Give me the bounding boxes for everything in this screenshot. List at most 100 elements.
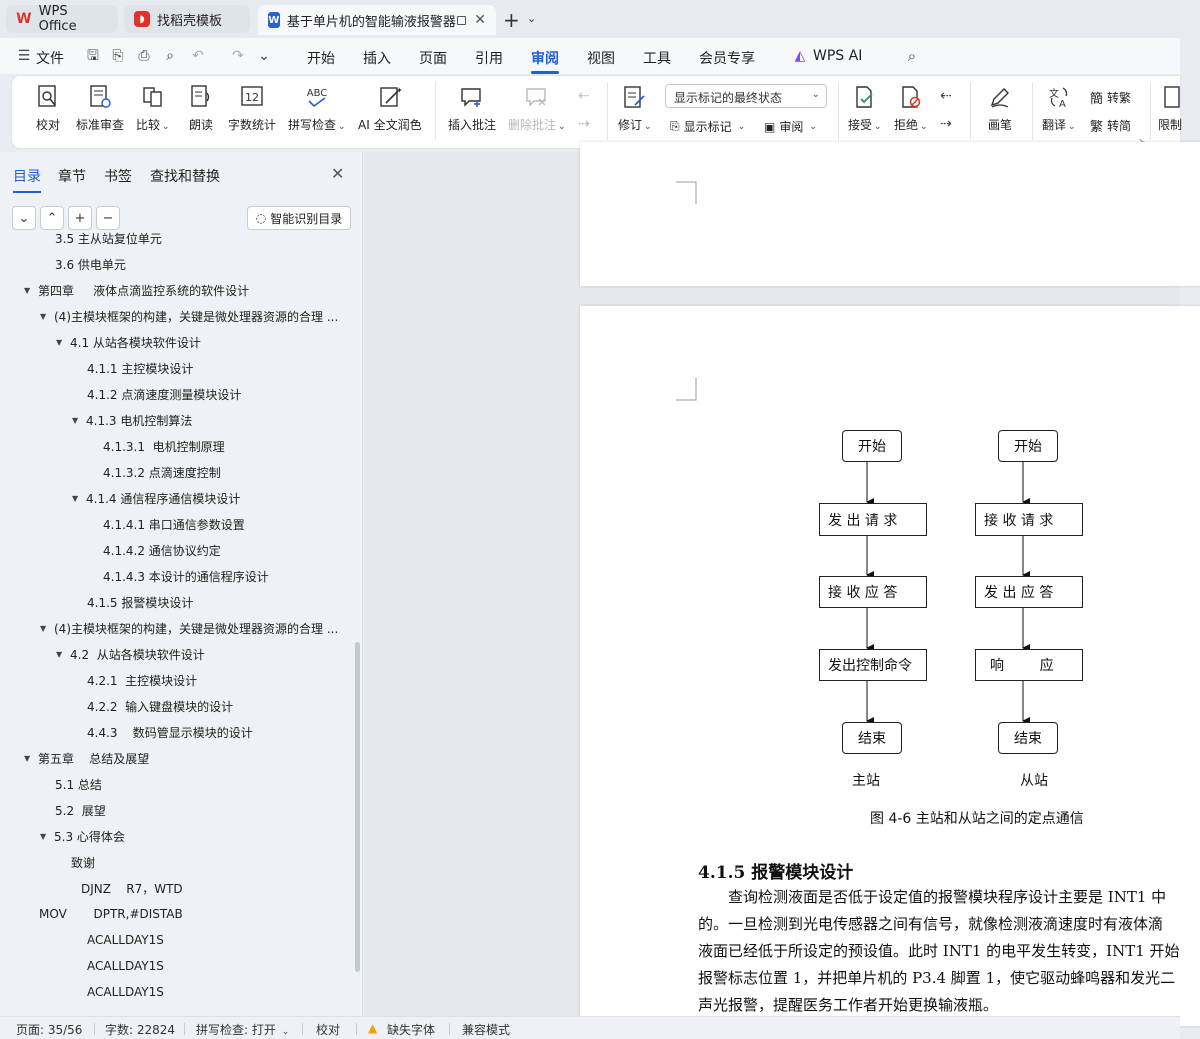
export-icon[interactable]: ⎘ [112,48,124,64]
toc-item[interactable]: ACALLDAY1S [87,956,164,976]
insert-comment-button[interactable]: 插入批注 [448,82,496,133]
toc-item[interactable]: ▼(4)主模块框架的构建，关键是微处理器资源的合理 ... [40,618,338,638]
standard-review-button[interactable]: 标准审查 [76,82,124,133]
toc-item[interactable]: 5.1 总结 [55,774,102,794]
menu-wps-ai[interactable]: WPS AI [813,48,863,64]
print-preview-icon[interactable]: ⌕ [166,48,174,64]
to-traditional-button[interactable]: 簡 转繁 [1090,88,1131,107]
tab-current-document[interactable]: W 基于单片机的智能输液报警器 ✕ [258,5,496,35]
delete-comment-button[interactable]: 删除批注⌄ [508,82,566,133]
toc-item[interactable]: 4.1.4.3 本设计的通信程序设计 [103,566,269,586]
toc-item[interactable]: MOV DPTR,#DISTAB [39,904,183,924]
menu-review[interactable]: 审阅 [531,48,559,74]
menu-tools[interactable]: 工具 [643,51,671,67]
toc-item[interactable]: 5.2 展望 [55,800,106,820]
menu-file[interactable]: 文件 [36,51,64,67]
chevron-down-icon[interactable]: ⌄ [527,12,537,25]
toc-item[interactable]: 4.1.1 主控模块设计 [87,358,193,378]
to-simplified-button[interactable]: 繁 转简 [1090,116,1131,135]
toc-scrollbar[interactable] [355,642,360,972]
expand-triangle-icon[interactable]: ▼ [72,493,79,503]
previous-change-icon[interactable]: ⇠ [940,88,952,104]
reject-button[interactable]: 拒绝⌄ [894,82,928,133]
page-indicator[interactable]: 页面: 35/56 [16,1023,83,1037]
next-comment-icon[interactable]: ⇢ [578,116,590,132]
save-icon[interactable]: 🖫 [87,48,99,64]
hamburger-menu-icon[interactable]: ☰ [17,48,31,64]
toc-item[interactable]: 4.1.3.1 电机控制原理 [103,436,225,456]
tab-find-replace[interactable]: 查找和替换 [150,169,220,185]
new-tab-icon[interactable]: + [503,8,520,32]
toc-item[interactable]: 4.1.2 点滴速度测量模块设计 [87,384,241,404]
toc-item[interactable]: 4.1.5 报警模块设计 [87,592,193,612]
ai-polish-button[interactable]: ✦ AI 全文润色 [358,82,422,133]
word-count-button[interactable]: 12 字数统计 [228,82,276,133]
toc-item[interactable]: 4.1.3.2 点滴速度控制 [103,462,221,482]
print-icon[interactable]: ⎙ [138,48,150,64]
toc-item[interactable]: 3.5 主从站复位单元 [55,228,162,248]
toc-item[interactable]: ACALLDAY1S [87,930,164,950]
expand-triangle-icon[interactable]: ▼ [72,415,79,425]
toc-item[interactable]: 4.1.4.2 通信协议约定 [103,540,221,560]
review-pane-button[interactable]: ▣ 审阅⌄ [764,119,817,135]
toc-item[interactable]: 4.4.3 数码管显示模块的设计 [87,722,253,742]
missing-font-status[interactable]: 缺失字体 [387,1023,436,1037]
close-pane-icon[interactable]: ✕ [331,164,345,183]
toc-item[interactable]: ▼4.2 从站各模块软件设计 [56,644,205,664]
accept-button[interactable]: 接受⌄ [848,82,882,133]
next-change-icon[interactable]: ⇢ [940,116,952,132]
quick-access-chevron-icon[interactable]: ⌄ [258,48,270,64]
undo-icon[interactable]: ↶ [192,48,204,64]
toc-item[interactable]: ▼第五章 总结及展望 [24,748,149,768]
toc-item[interactable]: ▼第四章 液体点滴监控系统的软件设计 [24,280,249,300]
tab-sections[interactable]: 章节 [58,169,86,185]
toc-item[interactable]: ▼5.3 心得体会 [40,826,125,846]
pen-button[interactable]: 画笔 [986,82,1014,133]
toc-item[interactable]: 4.2.1 主控模块设计 [87,670,197,690]
restrict-button[interactable]: 限制 [1158,82,1186,133]
tab-wps-office[interactable]: W WPS Office [6,4,118,34]
menu-member[interactable]: 会员专享 [699,51,755,67]
menu-start[interactable]: 开始 [307,51,335,67]
menu-references[interactable]: 引用 [475,51,503,67]
tab-toc[interactable]: 目录 [13,166,41,193]
proofread-status[interactable]: 校对 [316,1023,341,1037]
compare-button[interactable]: 比较⌄ [136,82,170,133]
toc-item[interactable]: ▼4.1.4 通信程序通信模块设计 [72,488,240,508]
revise-button[interactable]: 修订⌄ [618,82,652,133]
collapse-down-button[interactable]: ⌄ [12,206,36,230]
toc-item[interactable]: ▼(4)主模块框架的构建，关键是微处理器资源的合理 ... [40,306,338,326]
menu-view[interactable]: 视图 [587,51,615,67]
toc-item[interactable]: DJNZ R7，WTD [81,878,183,898]
expand-triangle-icon[interactable]: ▼ [40,623,47,633]
previous-comment-icon[interactable]: ⇠ [578,88,590,104]
menu-insert[interactable]: 插入 [363,51,391,67]
expand-triangle-icon[interactable]: ▼ [56,337,63,347]
search-icon[interactable]: ⌕ [907,47,917,65]
proofread-button[interactable]: 校对 [34,82,62,133]
spell-check-button[interactable]: ABC 拼写检查⌄ [288,82,346,133]
toc-item[interactable]: ▼4.1.3 电机控制算法 [72,410,192,430]
close-tab-icon[interactable]: ✕ [474,12,486,28]
toc-item[interactable]: ACALLDAY1S [87,982,164,1002]
expand-triangle-icon[interactable]: ▼ [56,649,63,659]
expand-triangle-icon[interactable]: ▼ [24,285,31,295]
word-count-indicator[interactable]: 字数: 22824 [105,1023,176,1037]
remove-heading-button[interactable]: − [96,206,120,230]
spell-check-status[interactable]: 拼写检查: 打开 ⌄ [196,1023,290,1037]
read-aloud-button[interactable]: 朗读 [187,82,215,133]
redo-icon[interactable]: ↷ [232,48,244,64]
tab-docer[interactable]: ◗ 找稻壳模板 [124,5,250,33]
display-state-select[interactable]: 显示标记的最终状态 ⌄ [665,84,827,108]
toc-item[interactable]: 4.2.2 输入键盘模块的设计 [87,696,233,716]
dialog-launcher-icon[interactable]: ↘ [1134,134,1150,150]
expand-triangle-icon[interactable]: ▼ [40,311,47,321]
collapse-up-button[interactable]: ⌃ [40,206,64,230]
toc-item[interactable]: 3.6 供电单元 [55,254,126,274]
menu-page[interactable]: 页面 [419,51,447,67]
smart-toc-button[interactable]: ◌ 智能识别目录 [247,206,351,230]
show-markup-button[interactable]: ⎘ 显示标记⌄ [670,119,746,134]
toc-item[interactable]: 致谢 [71,852,95,872]
expand-triangle-icon[interactable]: ▼ [40,831,47,841]
